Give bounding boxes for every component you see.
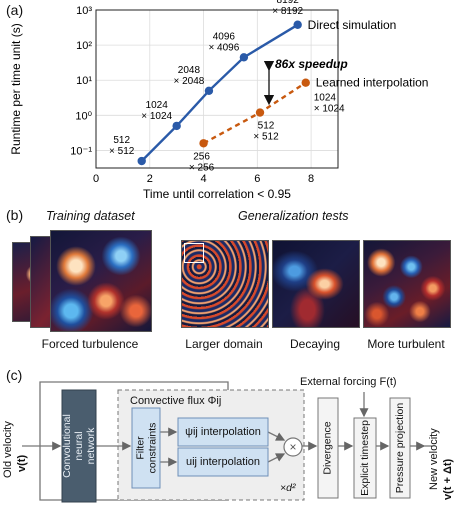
panel-label-b: (b) — [6, 207, 24, 223]
pressure-projection-block: Pressure projection — [390, 398, 410, 498]
generalization-title: Generalization tests — [238, 209, 349, 223]
point-label: × 512 — [253, 132, 279, 143]
point-label: × 256 — [189, 162, 215, 173]
architecture-diagram — [22, 381, 432, 503]
explicit-timestep-block: Explicit timestep — [354, 418, 376, 498]
point-label: × 8192 — [272, 6, 303, 17]
series-name-label: Direct simulation — [308, 18, 397, 32]
times-d2-label: ×d² — [280, 482, 296, 494]
series-name-label: Learned interpolation — [316, 76, 429, 90]
explicit-timestep-label: Explicit timestep — [359, 420, 372, 496]
training-title: Training dataset — [46, 209, 135, 223]
x-tick-label: 2 — [147, 173, 153, 185]
u-interpolation-label: uij interpolation — [186, 456, 260, 468]
divergence-label: Divergence — [322, 421, 334, 475]
convective-flux-label: Convective flux Φij — [130, 395, 222, 407]
more-turbulent-field — [363, 240, 451, 328]
plot-frame — [95, 9, 339, 169]
y-tick-label: 10³ — [76, 5, 92, 17]
data-point — [301, 78, 310, 87]
point-label: × 2048 — [173, 76, 204, 87]
external-forcing-label: External forcing F(t) — [300, 376, 397, 388]
point-label: 512 — [113, 135, 130, 146]
cnn-block: Convolutional neural network — [61, 390, 98, 502]
caption-forced-turbulence: Forced turbulence — [41, 337, 139, 351]
data-point — [293, 20, 302, 29]
u-interpolation-block: uij interpolation — [178, 448, 268, 476]
data-point — [255, 108, 265, 117]
y-tick-label: 10¹ — [76, 75, 92, 87]
speedup-annotation: 86x speedup — [275, 57, 348, 71]
point-label: 8192 — [277, 0, 300, 6]
x-tick-label: 6 — [254, 173, 260, 185]
decaying-field — [272, 240, 360, 328]
filter-constraints-block: Filter constraints — [132, 408, 160, 488]
caption-larger-domain: Larger domain — [185, 337, 263, 351]
training-frame-1 — [50, 230, 152, 332]
x-axis-label: Time until correlation < 0.95 — [143, 187, 291, 200]
point-label: × 1024 — [141, 111, 172, 122]
data-point — [239, 53, 249, 62]
y-tick-label: 10⁰ — [75, 110, 92, 122]
old-velocity-label: Old velocity — [2, 421, 14, 478]
data-point — [204, 86, 214, 95]
panel-label-a: (a) — [6, 2, 24, 18]
point-label: × 512 — [109, 146, 135, 157]
point-label: 256 — [193, 151, 210, 162]
x-tick-label: 4 — [200, 173, 206, 185]
caption-more-turbulent: More turbulent — [367, 337, 445, 351]
pressure-projection-label: Pressure projection — [394, 402, 406, 494]
zoom-box — [184, 243, 204, 263]
y-axis-label: Runtime per time unit (s) — [9, 23, 23, 154]
x-tick-label: 8 — [308, 173, 314, 185]
point-label: 4096 — [213, 31, 236, 42]
point-label: × 1024 — [314, 104, 345, 115]
x-tick-label: 0 — [93, 173, 99, 185]
old-velocity-symbol: v(t) — [16, 454, 28, 472]
data-point — [172, 121, 181, 131]
psi-interpolation-label: ψij interpolation — [185, 426, 261, 438]
point-label: 512 — [258, 121, 275, 132]
psi-interpolation-block: ψij interpolation — [178, 418, 268, 446]
cnn-label: Convolutional neural network — [61, 414, 98, 478]
point-label: 1024 — [146, 100, 169, 111]
y-tick-label: 10⁻¹ — [70, 145, 92, 157]
point-label: × 4096 — [208, 42, 239, 53]
y-tick-label: 10² — [76, 40, 92, 52]
data-point — [137, 156, 146, 166]
point-label: 2048 — [178, 65, 201, 76]
multiply-node: × — [289, 440, 297, 454]
new-velocity-label: New velocity — [428, 428, 440, 490]
filter-constraints-label: Filter constraints — [134, 422, 158, 474]
data-point — [199, 139, 208, 148]
point-label: 1024 — [314, 93, 337, 104]
larger-domain-field — [181, 240, 269, 328]
caption-decaying: Decaying — [289, 337, 341, 351]
chart-ticks: 0 2 4 6 8 10⁻¹ 10⁰ 10¹ 10² 10³ — [70, 5, 314, 185]
panel-label-c: (c) — [6, 367, 23, 383]
divergence-block: Divergence — [318, 398, 338, 498]
new-velocity-symbol: v(t + Δt) — [442, 458, 454, 500]
